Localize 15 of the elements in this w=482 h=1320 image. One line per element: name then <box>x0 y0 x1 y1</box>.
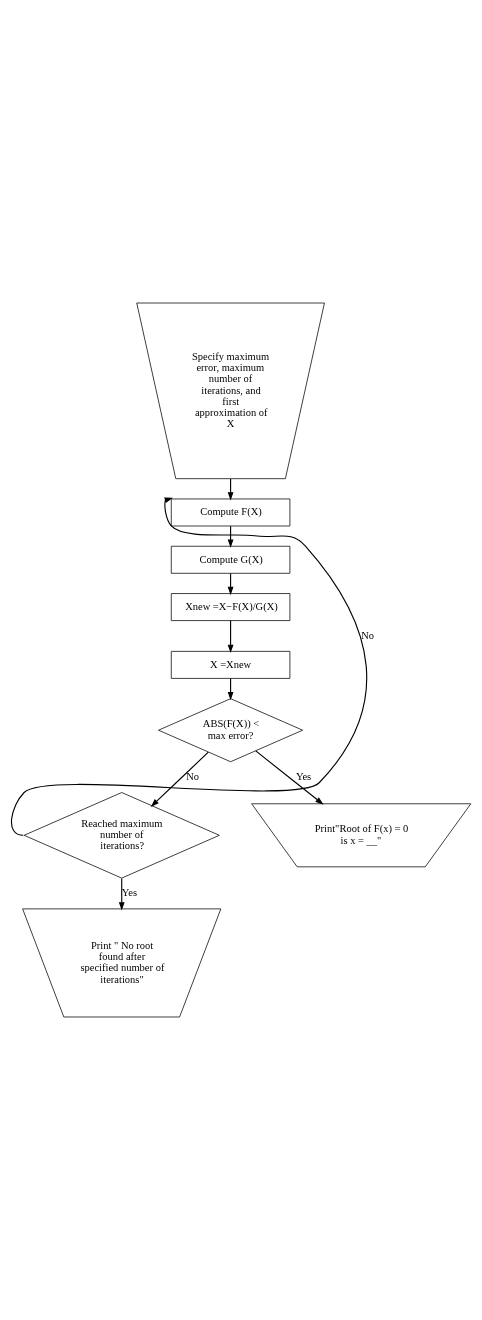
edge-label: Yes <box>295 770 312 782</box>
arrow <box>10 497 368 836</box>
edge-label: No <box>186 770 200 782</box>
edge-label: No <box>361 629 375 641</box>
arrow <box>118 877 125 911</box>
node-diamond: Reached maximum number of iterations? <box>23 792 220 879</box>
node-box: Xnew =X−F(X)/G(X) <box>170 593 291 621</box>
arrow <box>227 620 234 653</box>
arrow <box>255 750 324 805</box>
node-box: Compute G(X) <box>170 545 291 574</box>
node-diamond: ABS(F(X)) < max error? <box>158 698 304 763</box>
node-box: Compute F(X) <box>170 498 291 527</box>
arrow <box>150 751 209 807</box>
edge-label: Yes <box>121 887 138 899</box>
node-box: X =Xnew <box>170 651 291 679</box>
